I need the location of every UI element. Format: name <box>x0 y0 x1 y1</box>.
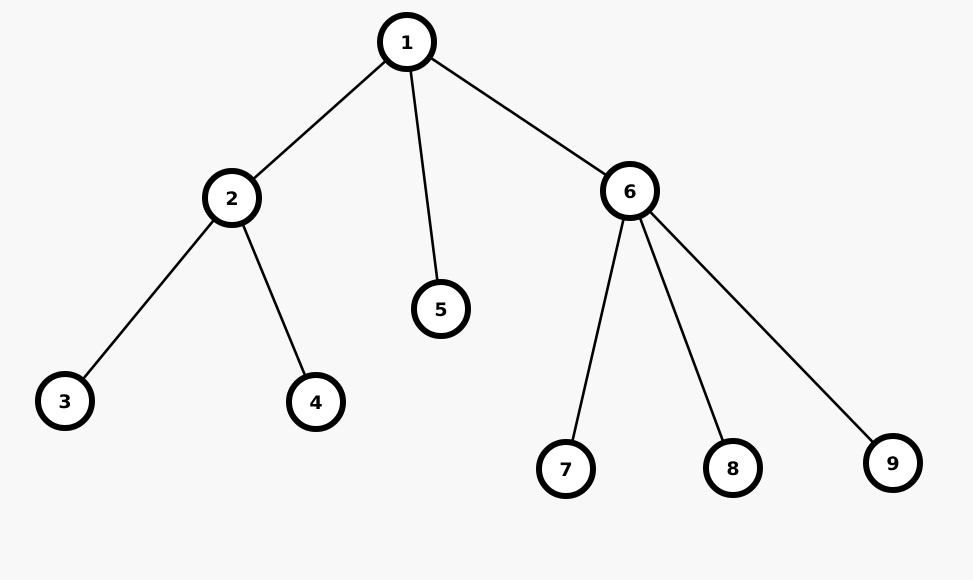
edge-2-4 <box>230 196 318 404</box>
node-6-label: 6 <box>623 181 636 203</box>
node-3-label: 3 <box>58 391 71 413</box>
node-4: 4 <box>286 372 346 432</box>
node-8: 8 <box>703 438 763 498</box>
edges-layer <box>63 40 895 471</box>
node-1-circle <box>377 12 437 72</box>
node-4-circle <box>286 372 346 432</box>
edge-1-5 <box>405 40 443 311</box>
node-1: 1 <box>377 12 437 72</box>
node-7-label: 7 <box>559 459 572 481</box>
node-1-label: 1 <box>400 32 413 54</box>
node-7: 7 <box>536 439 596 499</box>
node-3: 3 <box>35 371 95 431</box>
node-5-circle <box>411 279 471 339</box>
nodes-layer: 1 2 3 4 5 6 7 8 9 <box>35 12 923 499</box>
node-2-label: 2 <box>225 188 238 210</box>
edge-2-3 <box>63 196 234 403</box>
node-9: 9 <box>863 433 923 493</box>
node-9-label: 9 <box>886 453 899 475</box>
edge-6-9 <box>628 189 895 465</box>
edge-1-2 <box>230 40 409 200</box>
node-6-circle <box>600 161 660 221</box>
node-9-circle <box>863 433 923 493</box>
node-6: 6 <box>600 161 660 221</box>
edge-1-6 <box>405 40 632 193</box>
node-3-circle <box>35 371 95 431</box>
node-5-label: 5 <box>434 299 447 321</box>
node-7-circle <box>536 439 596 499</box>
node-8-label: 8 <box>726 458 739 480</box>
node-5: 5 <box>411 279 471 339</box>
edge-6-7 <box>564 189 632 471</box>
node-2: 2 <box>202 168 262 228</box>
edge-6-8 <box>628 189 735 470</box>
node-4-label: 4 <box>309 392 322 414</box>
node-2-circle <box>202 168 262 228</box>
node-8-circle <box>703 438 763 498</box>
